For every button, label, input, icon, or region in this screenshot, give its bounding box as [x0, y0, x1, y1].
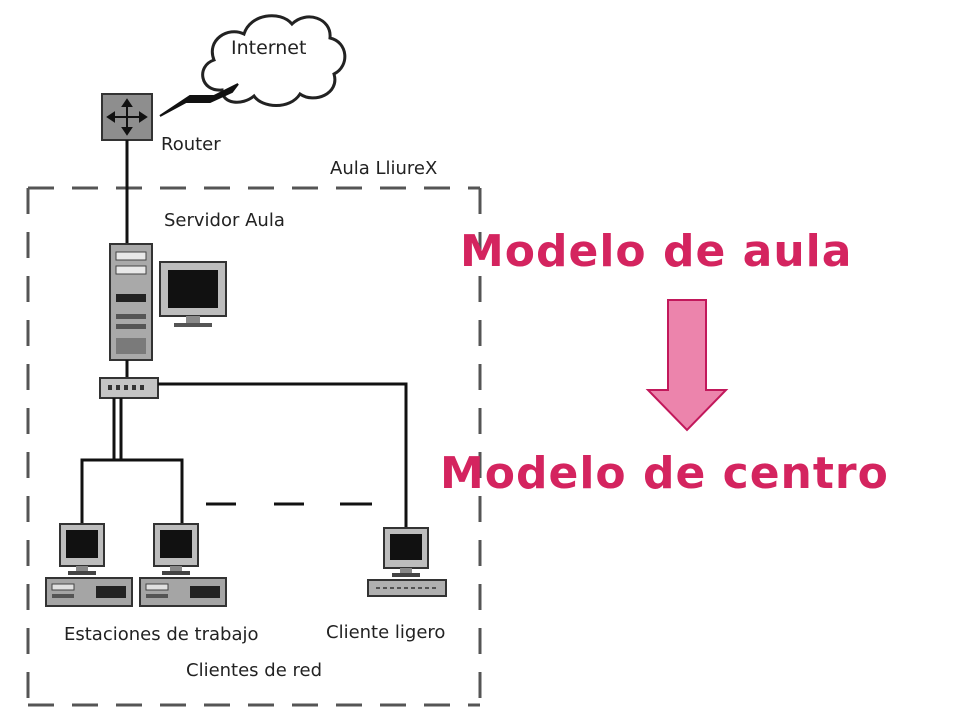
heading-center-model: Modelo de centro — [440, 448, 889, 499]
cloud-icon — [201, 14, 347, 107]
clients-label: Clientes de red — [186, 660, 323, 681]
lan-cabling — [80, 382, 408, 530]
internet-label: Internet — [231, 37, 307, 59]
router-label: Router — [161, 134, 221, 155]
server-label: Servidor Aula — [164, 210, 285, 231]
thin-client-label: Cliente ligero — [326, 622, 446, 643]
server-monitor-icon — [159, 261, 227, 327]
down-arrow-icon — [645, 299, 729, 432]
classroom-boundary — [26, 186, 482, 707]
workstations-label: Estaciones de trabajo — [64, 624, 259, 645]
workstation-icon — [139, 523, 227, 607]
heading-classroom-model: Modelo de aula — [460, 226, 853, 277]
server-icon — [109, 243, 153, 361]
switch-icon — [99, 377, 159, 399]
thin-client-icon — [367, 527, 447, 597]
router-icon — [101, 93, 153, 141]
zone-label: Aula LliureX — [330, 158, 438, 179]
wan-link-icon — [159, 83, 239, 117]
workstation-icon — [45, 523, 133, 607]
